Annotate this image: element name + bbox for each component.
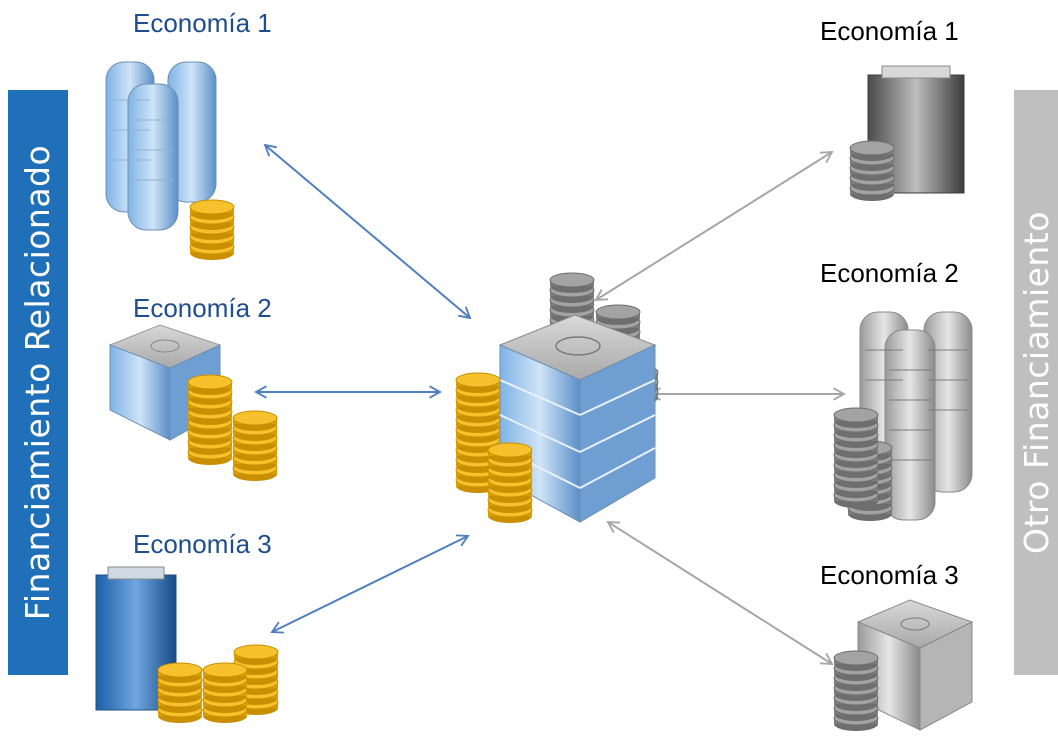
twin-tower-gray-icon	[833, 311, 973, 522]
office-building-with-coins-icon	[455, 272, 659, 524]
right-economy-2-label: Economía 2	[820, 258, 959, 288]
office-building-gray-icon	[833, 599, 974, 732]
left-economy-3-label: Economía 3	[133, 529, 272, 559]
tower-blue-icon	[95, 566, 279, 724]
twin-tower-blue-icon	[105, 61, 235, 261]
left-economy-1-label: Economía 1	[133, 8, 272, 38]
right-arrows	[594, 150, 846, 666]
left-economy-2-label: Economía 2	[133, 293, 272, 323]
office-building-blue-icon	[108, 324, 278, 482]
arrow-right-economy-1	[594, 150, 834, 302]
arrow-left-economy-1	[263, 143, 472, 320]
arrow-left-economy-3	[270, 534, 470, 634]
tower-gray-icon	[849, 65, 965, 202]
left-arrows	[254, 143, 472, 634]
related-financing-band: Financiamiento Relacionado	[8, 90, 68, 675]
arrow-right-economy-3	[606, 520, 834, 666]
other-financing-band: Otro Financiamiento	[1014, 90, 1058, 675]
right-economy-3-label: Economía 3	[820, 560, 959, 590]
right-economy-1-label: Economía 1	[820, 16, 959, 46]
